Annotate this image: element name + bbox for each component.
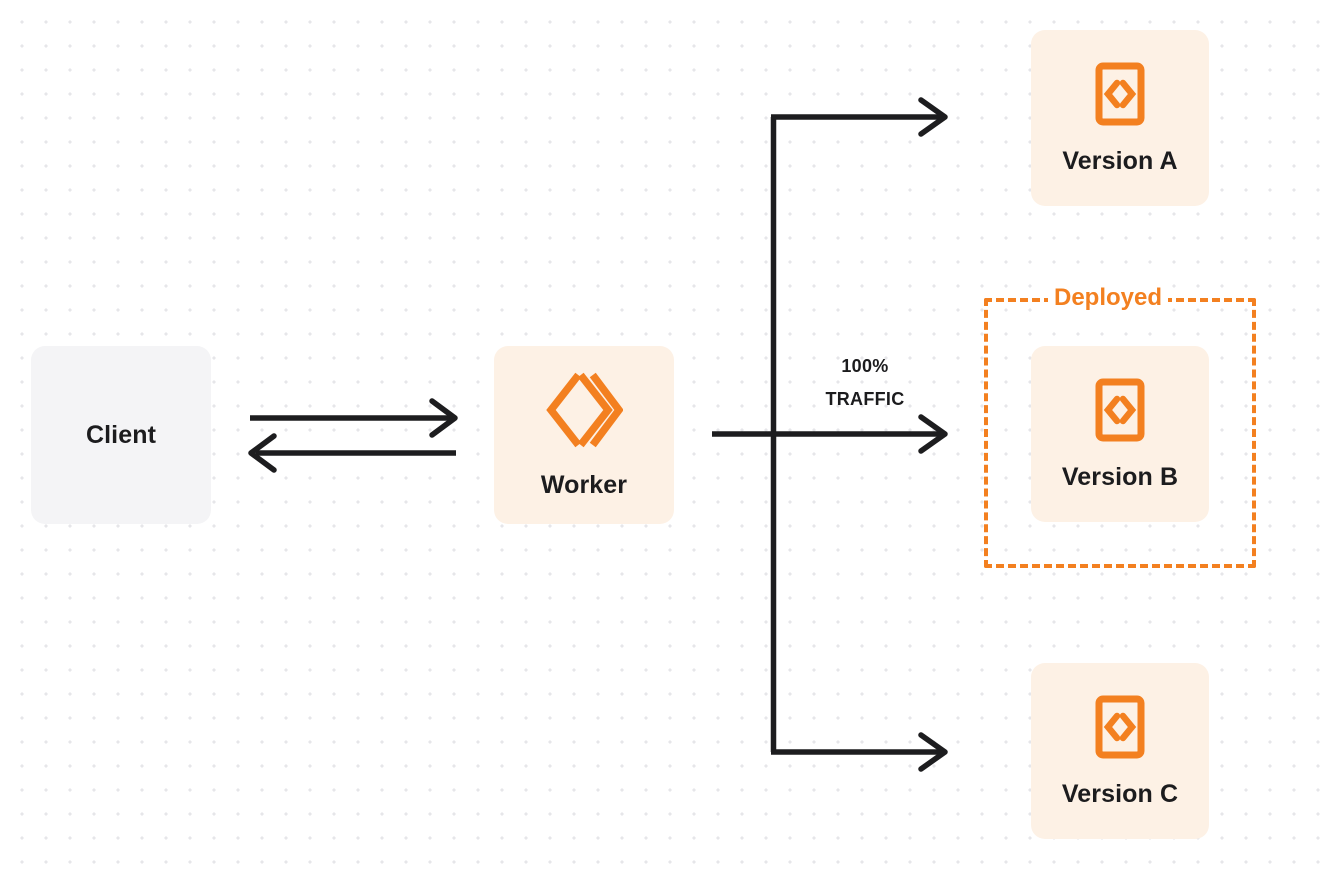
node-version-a[interactable]: Version A xyxy=(1031,30,1209,206)
code-file-icon xyxy=(1095,62,1145,131)
traffic-percent: 100% xyxy=(841,356,889,376)
node-version-a-label: Version A xyxy=(1062,147,1178,175)
node-client[interactable]: Client xyxy=(31,346,211,524)
worker-branch-trunk xyxy=(712,117,777,752)
arrow-client-to-worker xyxy=(250,398,458,438)
node-version-b[interactable]: Version B xyxy=(1031,346,1209,522)
node-worker[interactable]: Worker xyxy=(494,346,674,524)
node-worker-label: Worker xyxy=(540,471,628,499)
traffic-caption: TRAFFIC xyxy=(825,389,905,410)
arrow-worker-to-version-b xyxy=(771,414,948,454)
deployed-boundary-label: Deployed xyxy=(1048,284,1169,312)
traffic-annotation: 100% TRAFFIC xyxy=(790,350,940,417)
node-version-b-label: Version B xyxy=(1061,463,1179,491)
arrow-worker-to-version-c xyxy=(771,732,948,772)
node-version-c[interactable]: Version C xyxy=(1031,663,1209,839)
code-file-icon xyxy=(1095,378,1145,447)
code-file-icon xyxy=(1095,695,1145,764)
node-version-c-label: Version C xyxy=(1061,780,1179,808)
cloudflare-workers-logo-icon xyxy=(545,372,624,453)
arrow-worker-to-version-a xyxy=(771,97,948,137)
node-client-label: Client xyxy=(85,420,157,449)
arrow-worker-to-client xyxy=(248,433,456,473)
